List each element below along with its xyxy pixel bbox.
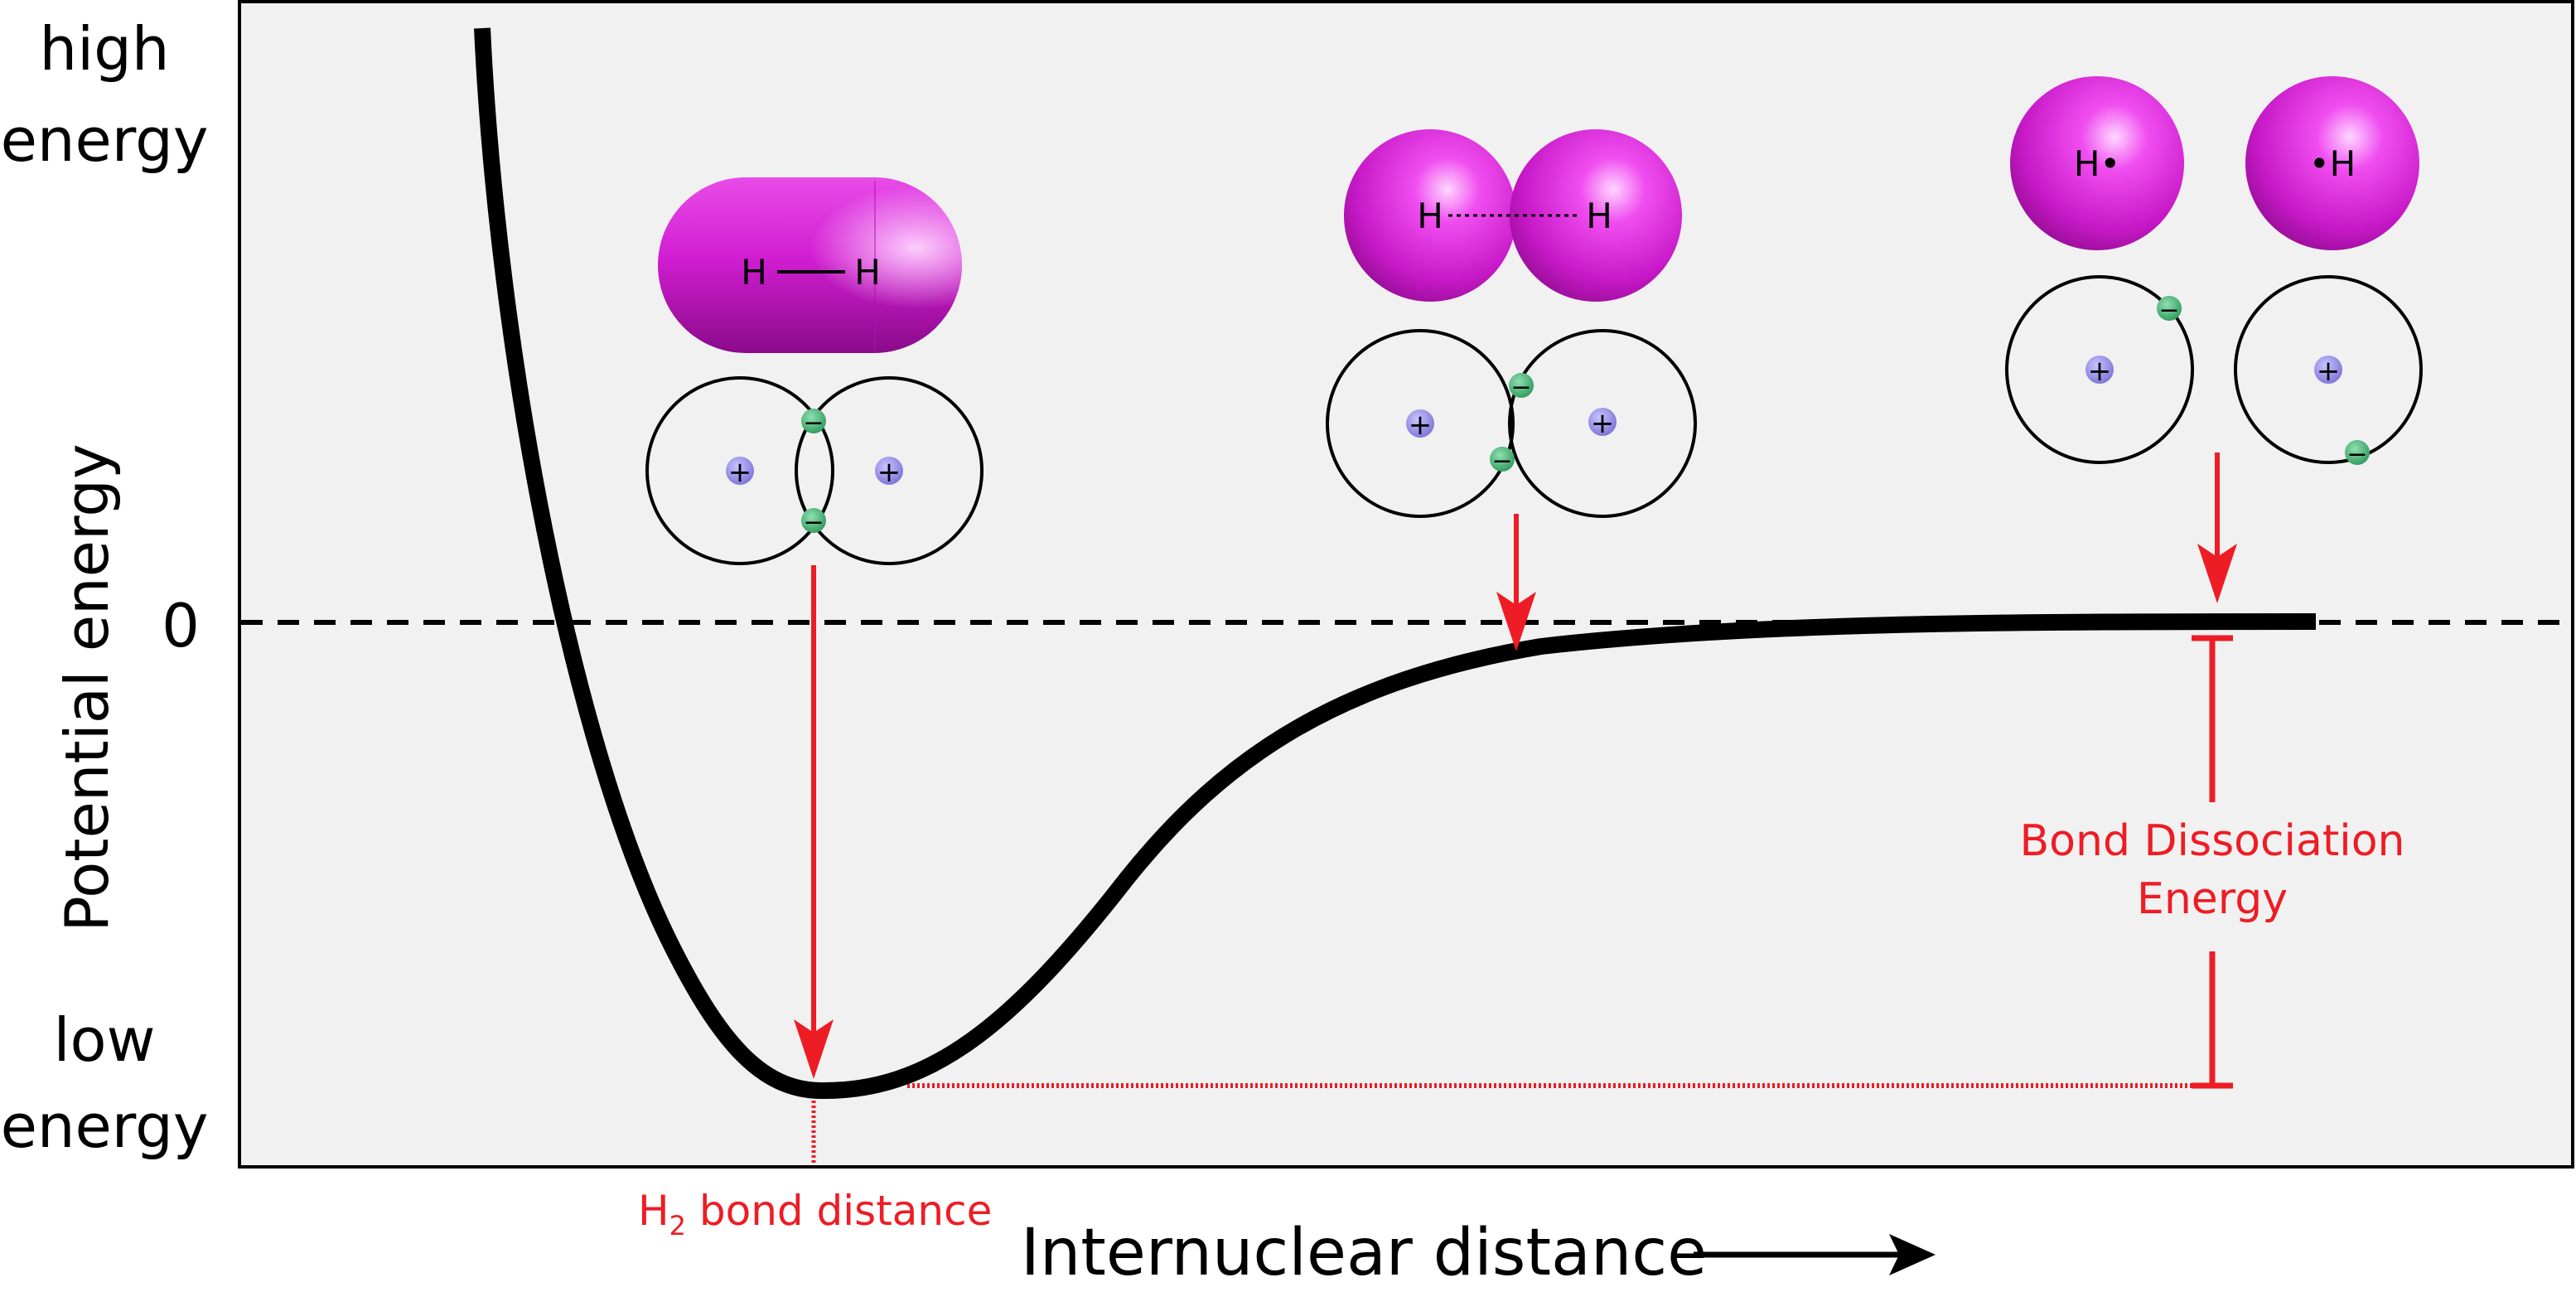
stage-separated: H• •H + + − − bbox=[2005, 76, 2423, 469]
proton-icon bbox=[2314, 356, 2342, 384]
proton-sign: + bbox=[1409, 409, 1433, 442]
electron-sign: − bbox=[2346, 440, 2367, 469]
separated-atom-left: H• bbox=[2074, 143, 2120, 184]
arrow-approaching-icon bbox=[1496, 514, 1536, 651]
electron-sign: − bbox=[803, 409, 824, 438]
proton-sign: + bbox=[2088, 355, 2112, 388]
electron-icon bbox=[1509, 373, 1534, 398]
proton-icon bbox=[1588, 408, 1617, 436]
x-axis-arrow-icon bbox=[1694, 1234, 1936, 1275]
proton-icon bbox=[1406, 409, 1434, 438]
stage-bonded: H H + + − − bbox=[645, 177, 984, 565]
proton-icon bbox=[875, 457, 903, 485]
approaching-orbitals bbox=[1326, 329, 1697, 518]
bond-distance-label: H2 bond distance bbox=[638, 1187, 992, 1241]
potential-energy-curve bbox=[474, 27, 2317, 1100]
proton-sign: + bbox=[1591, 407, 1615, 440]
bde-bracket bbox=[2192, 635, 2233, 1089]
approaching-atom-right: H bbox=[1586, 196, 1612, 236]
arrow-bonded-icon bbox=[794, 565, 834, 1079]
bonded-orbitals bbox=[645, 376, 984, 565]
bonded-atom-right: H bbox=[854, 252, 881, 293]
proton-icon bbox=[2085, 356, 2114, 384]
separated-atom-right: •H bbox=[2309, 143, 2356, 184]
bde-label-line2: Energy bbox=[2137, 874, 2288, 924]
zero-label: 0 bbox=[162, 591, 200, 661]
h-atom-cloud-icon bbox=[2010, 76, 2184, 250]
h-atom-cloud-icon bbox=[1510, 129, 1682, 302]
x-axis-title: Internuclear distance bbox=[1021, 1216, 1707, 1290]
electron-sign: − bbox=[1510, 373, 1531, 402]
separated-orbitals bbox=[2005, 275, 2423, 464]
electron-icon bbox=[2157, 296, 2182, 321]
electron-icon bbox=[801, 508, 826, 533]
approaching-atom-left: H bbox=[1417, 196, 1443, 236]
h2-electron-cloud-icon bbox=[658, 177, 962, 353]
electron-sign: − bbox=[1491, 447, 1512, 476]
stage-approaching: H H + + − − bbox=[1326, 129, 1697, 518]
bonded-atom-left: H bbox=[741, 252, 767, 293]
proton-sign: + bbox=[2317, 355, 2341, 388]
high-energy-label-line2: energy bbox=[1, 105, 209, 175]
proton-sign: + bbox=[877, 456, 901, 489]
electron-sign: − bbox=[803, 508, 824, 537]
electron-icon bbox=[2345, 440, 2370, 465]
h-atom-cloud-icon bbox=[1344, 129, 1516, 302]
low-energy-label-line1: low bbox=[54, 1005, 156, 1075]
electron-sign: − bbox=[2158, 296, 2179, 325]
low-energy-label-line2: energy bbox=[1, 1091, 209, 1161]
arrow-separated-icon bbox=[2197, 452, 2237, 603]
bde-label-line1: Bond Dissociation bbox=[2020, 816, 2405, 866]
electron-icon bbox=[801, 409, 826, 433]
proton-icon bbox=[726, 457, 754, 485]
y-axis-title: Potential energy bbox=[52, 443, 122, 931]
high-energy-label-line1: high bbox=[40, 14, 170, 84]
electron-icon bbox=[1490, 447, 1515, 472]
h-atom-cloud-icon bbox=[2245, 76, 2419, 250]
proton-sign: + bbox=[728, 456, 752, 489]
